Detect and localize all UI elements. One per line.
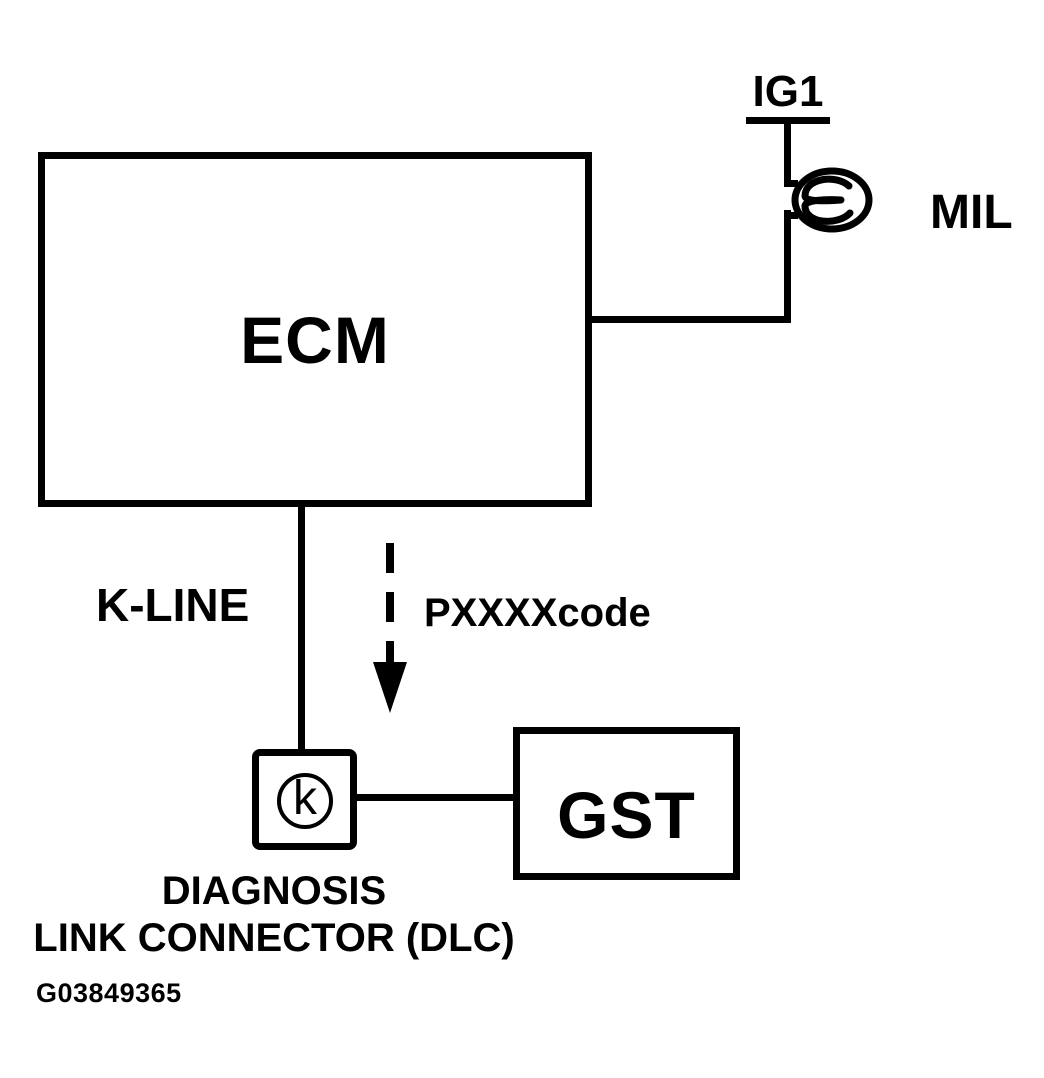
gst-box bbox=[513, 727, 740, 880]
dlc-caption-line1: DIAGNOSIS bbox=[161, 869, 387, 913]
wire-lamp-tap-top bbox=[784, 180, 798, 187]
ig1-label: IG1 bbox=[752, 67, 824, 116]
ig1-power-rail bbox=[746, 117, 830, 124]
flow-arrow-icon bbox=[373, 543, 407, 713]
wire-lamp-to-corner bbox=[784, 210, 791, 323]
wire-ecm-to-mil bbox=[589, 316, 791, 323]
ecm-box bbox=[38, 152, 592, 507]
wire-ig1-to-lamp bbox=[784, 121, 791, 187]
figure-id: G03849365 bbox=[36, 978, 182, 1008]
kline-label: K-LINE bbox=[96, 579, 250, 631]
gst-label: GST bbox=[557, 778, 696, 852]
wire-dlc-to-gst bbox=[357, 794, 513, 801]
ecm-label: ECM bbox=[240, 303, 390, 377]
pxxxx-code-label: PXXXXcode bbox=[424, 591, 651, 635]
dlc-k-terminal: k bbox=[277, 773, 333, 829]
wire-lamp-tap-bottom bbox=[784, 212, 798, 219]
mil-lamp-icon bbox=[791, 167, 873, 233]
dlc-caption-line2: LINK CONNECTOR (DLC) bbox=[33, 916, 515, 960]
dlc-caption: DIAGNOSIS LINK CONNECTOR (DLC) bbox=[28, 868, 520, 962]
dlc-k-terminal-label: k bbox=[293, 772, 317, 825]
wire-kline bbox=[298, 503, 305, 753]
mil-label: MIL bbox=[930, 186, 1013, 239]
